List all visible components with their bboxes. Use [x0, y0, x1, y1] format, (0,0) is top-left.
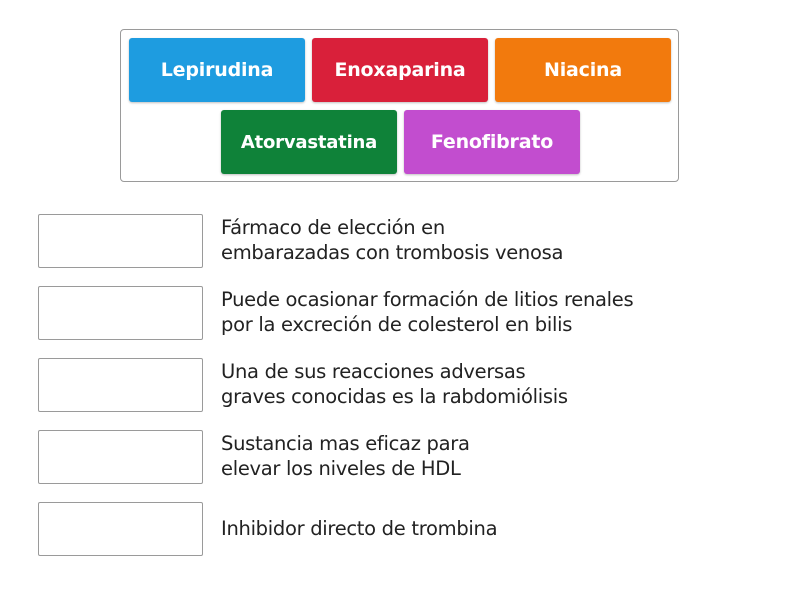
prompt-3-line1: Una de sus reacciones adversas	[221, 360, 526, 383]
prompt-1-line2: embarazadas con trombosis venosa	[221, 241, 564, 264]
prompt-5-line1: Inhibidor directo de trombina	[221, 517, 498, 540]
tile-niacina[interactable]: Niacina	[495, 38, 671, 102]
prompt-4-line1: Sustancia mas eficaz para	[221, 432, 470, 455]
prompt-2-line2: por la excreción de colesterol en bilis	[221, 313, 573, 336]
tile-enoxaparina[interactable]: Enoxaparina	[312, 38, 488, 102]
drop-slot-5[interactable]	[38, 502, 203, 556]
prompt-1-line1: Fármaco de elección en	[221, 216, 445, 239]
drop-slot-2[interactable]	[38, 286, 203, 340]
prompt-3: Una de sus reacciones adversas graves co…	[221, 359, 568, 409]
drop-slot-4[interactable]	[38, 430, 203, 484]
drop-slot-1[interactable]	[38, 214, 203, 268]
prompt-4-line2: elevar los niveles de HDL	[221, 457, 461, 480]
drop-slot-3[interactable]	[38, 358, 203, 412]
tile-lepirudina[interactable]: Lepirudina	[129, 38, 305, 102]
tile-fenofibrato[interactable]: Fenofibrato	[404, 110, 580, 174]
tile-atorvastatina[interactable]: Atorvastatina	[221, 110, 397, 174]
prompt-2-line1: Puede ocasionar formación de litios rena…	[221, 288, 634, 311]
prompt-5: Inhibidor directo de trombina	[221, 516, 498, 541]
prompt-2: Puede ocasionar formación de litios rena…	[221, 287, 634, 337]
prompt-1: Fármaco de elección en embarazadas con t…	[221, 215, 563, 265]
prompt-4: Sustancia mas eficaz para elevar los niv…	[221, 431, 470, 481]
prompt-3-line2: graves conocidas es la rabdomiólisis	[221, 385, 568, 408]
